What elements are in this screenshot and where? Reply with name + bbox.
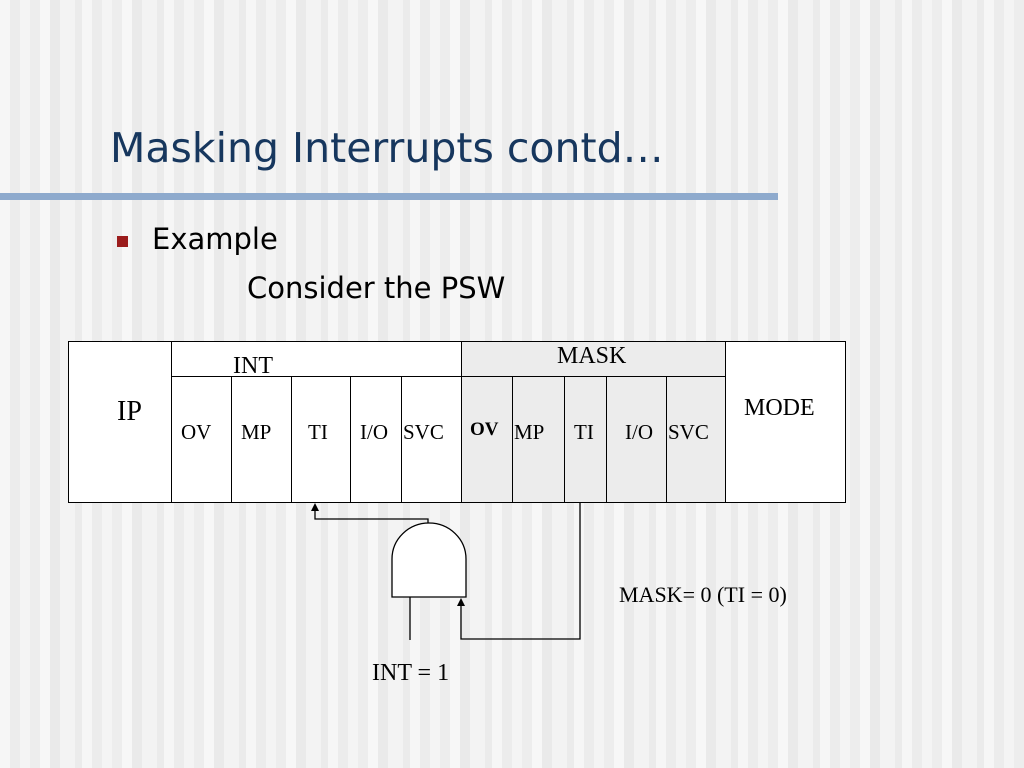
gate-output-wire xyxy=(314,509,429,523)
mask-field-io-label: I/O xyxy=(625,420,653,444)
mask-field-ov-label: OV xyxy=(470,419,499,440)
slide-title: Masking Interrupts contd… xyxy=(110,124,664,172)
title-underline xyxy=(0,193,778,200)
arrow-up-icon xyxy=(457,598,465,606)
square-bullet-icon xyxy=(117,236,128,247)
mask-ti-feedback-wire xyxy=(460,503,581,640)
and-gate-icon xyxy=(391,522,467,598)
int-field-svc-label: SVC xyxy=(403,420,444,444)
mask-field-mp xyxy=(512,376,565,503)
int-condition-label: INT = 1 xyxy=(372,660,450,686)
mask-condition-label: MASK= 0 (TI = 0) xyxy=(619,582,787,607)
int-field-mp-label: MP xyxy=(241,420,272,444)
mode-label: MODE xyxy=(744,395,815,421)
mask-header-label: MASK xyxy=(557,343,627,369)
mode-cell xyxy=(725,341,846,503)
int-header-label: INT xyxy=(233,353,273,379)
mask-field-svc xyxy=(666,376,726,503)
int-field-ti xyxy=(291,376,351,503)
int-field-mp xyxy=(231,376,292,503)
bullet-text: Example xyxy=(152,222,278,256)
mask-field-svc-label: SVC xyxy=(668,420,709,444)
int-field-io-label: I/O xyxy=(360,420,388,444)
mask-field-mp-label: MP xyxy=(514,420,545,444)
int-field-ti-label: TI xyxy=(308,420,328,444)
ip-label: IP xyxy=(117,396,142,427)
mask-field-ti-label: TI xyxy=(574,420,594,444)
arrow-up-icon xyxy=(311,503,319,511)
int-field-ov-label: OV xyxy=(181,420,212,444)
int-field-svc xyxy=(401,376,462,503)
sub-text: Consider the PSW xyxy=(247,271,506,305)
